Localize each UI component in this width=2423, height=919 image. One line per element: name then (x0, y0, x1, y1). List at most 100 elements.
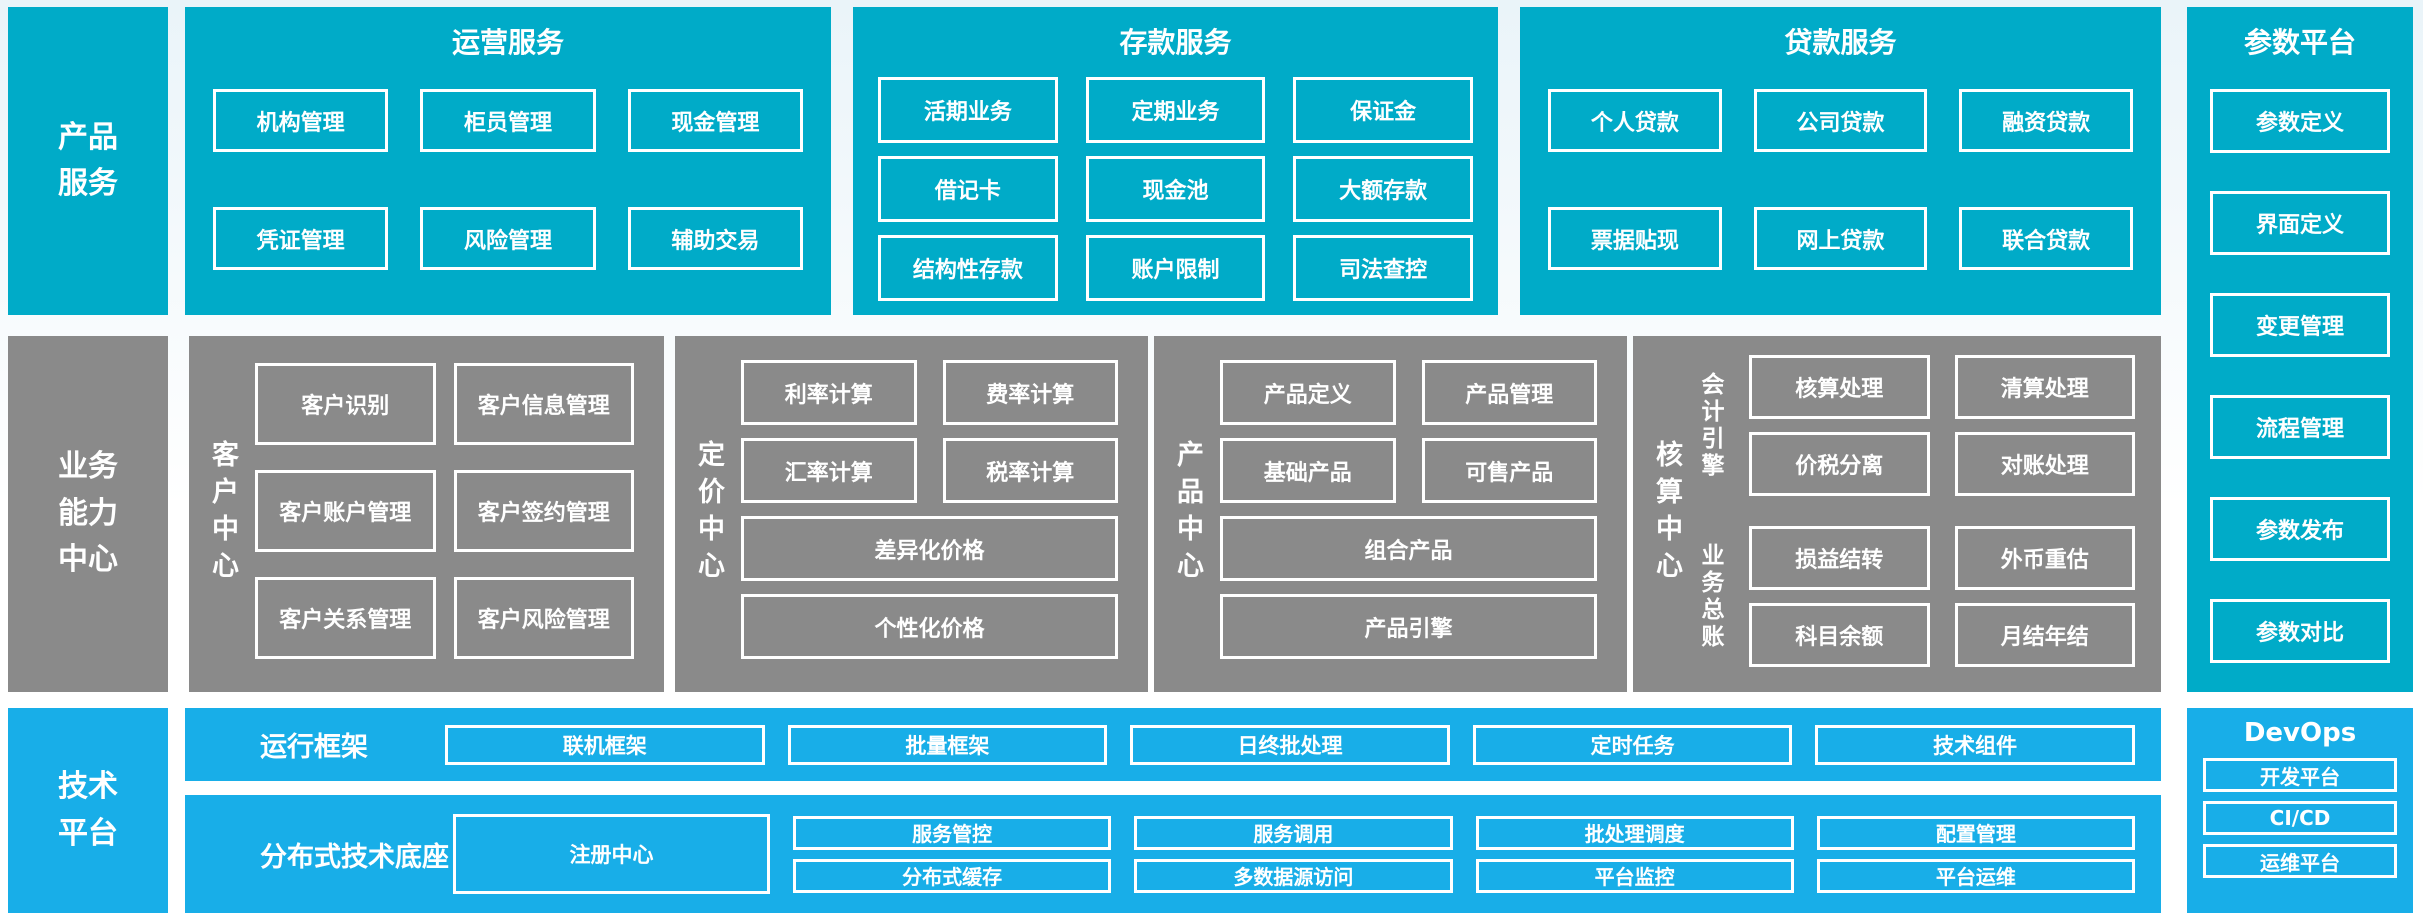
operations-box-grid: 机构管理柜员管理现金管理凭证管理风险管理辅助交易 (185, 61, 831, 270)
module-box: 清算处理 (1954, 355, 2135, 419)
accounting-engine-grid: 核算处理清算处理价税分离对账处理 (1749, 355, 2135, 496)
operations-services-panel: 运营服务 机构管理柜员管理现金管理凭证管理风险管理辅助交易 (185, 7, 831, 315)
customer-center-panel: 客户中心 客户识别客户信息管理客户账户管理客户签约管理客户关系管理客户风险管理 (189, 336, 664, 692)
module-box: 现金管理 (627, 89, 803, 152)
panel-label: 运行框架 (260, 732, 368, 763)
module-box: 税率计算 (942, 438, 1118, 503)
module-box: 风险管理 (420, 207, 596, 270)
panel-title: 运营服务 (451, 26, 564, 59)
module-box: 结构性存款 (878, 235, 1058, 301)
loan-box-grid: 个人贷款公司贷款融资贷款票据贴现网上贷款联合贷款 (1520, 61, 2161, 270)
deposit-box-grid: 活期业务定期业务保证金借记卡现金池大额存款结构性存款账户限制司法查控 (853, 61, 1498, 301)
distributed-top-row: 服务管控服务调用批处理调度配置管理 (793, 815, 2135, 850)
module-box: 技术组件 (1815, 724, 2135, 765)
runtime-framework-panel: 运行框架 联机框架批量框架日终批处理定时任务技术组件 (185, 708, 2161, 781)
module-box: 凭证管理 (213, 207, 389, 270)
pricing-center-panel: 定价中心 利率计算 费率计算 汇率计算 税率计算 差异化价格 个性化价格 (675, 336, 1148, 692)
module-box: CI/CD (2203, 801, 2397, 835)
accounting-center-panel: 核算中心 会计引擎 核算处理清算处理价税分离对账处理 业务总账 损益结转外币重估… (1633, 336, 2161, 692)
registry-center-box: 注册中心 (453, 814, 770, 894)
module-box: 可售产品 (1421, 438, 1597, 503)
devops-box-list: 开发平台 CI/CD 运维平台 (2187, 748, 2413, 878)
parameter-platform-panel: 参数平台 参数定义界面定义变更管理流程管理参数发布参数对比 (2187, 7, 2413, 692)
rail-technology-platform: 技术 平台 (8, 708, 168, 913)
module-box: 参数定义 (2210, 89, 2390, 153)
module-box: 公司贷款 (1753, 89, 1928, 152)
module-box: 多数据源访问 (1134, 858, 1453, 893)
module-box: 定期业务 (1085, 77, 1266, 143)
module-box: 服务调用 (1134, 815, 1453, 850)
module-box: 日终批处理 (1130, 724, 1450, 765)
module-box: 账户限制 (1085, 235, 1266, 301)
module-box: 对账处理 (1954, 432, 2135, 496)
module-box: 科目余额 (1749, 603, 1930, 667)
module-box: 外币重估 (1954, 526, 2135, 590)
module-box: 保证金 (1293, 77, 1473, 143)
module-box: 联合贷款 (1959, 207, 2133, 270)
panel-title: 参数平台 (2243, 26, 2356, 59)
module-box: 损益结转 (1749, 526, 1930, 590)
module-box: 票据贴现 (1548, 207, 1722, 270)
module-box: 参数对比 (2210, 599, 2390, 663)
parameter-box-list: 参数定义界面定义变更管理流程管理参数发布参数对比 (2187, 61, 2413, 663)
module-box: 网上贷款 (1753, 207, 1928, 270)
module-box: 柜员管理 (420, 89, 596, 152)
module-box: 分布式缓存 (793, 858, 1112, 893)
module-box: 价税分离 (1749, 432, 1930, 496)
module-box: 界面定义 (2210, 191, 2390, 255)
rail-business-capability-center: 业务 能力 中心 (8, 336, 168, 692)
module-box: 配置管理 (1816, 815, 2135, 850)
panel-vertical-label: 核算中心 (1651, 440, 1682, 588)
accounting-engine-group: 会计引擎 核算处理清算处理价税分离对账处理 (1693, 355, 2135, 496)
group-label: 业务总账 (1697, 542, 1723, 651)
module-box: 个人贷款 (1548, 89, 1722, 152)
module-box: 客户关系管理 (255, 577, 436, 659)
module-box: 开发平台 (2203, 758, 2397, 792)
distributed-base-panel: 分布式技术底座 注册中心 服务管控服务调用批处理调度配置管理 分布式缓存多数据源… (185, 795, 2161, 913)
module-box: 融资贷款 (1959, 89, 2133, 152)
module-box: 流程管理 (2210, 395, 2390, 459)
product-box-grid: 产品定义 产品管理 基础产品 可售产品 组合产品 产品引擎 (1154, 336, 1627, 659)
module-box-wide: 组合产品 (1220, 516, 1597, 581)
module-box: 活期业务 (878, 77, 1058, 143)
module-box: 客户账户管理 (255, 470, 436, 552)
module-box: 运维平台 (2203, 844, 2397, 878)
module-box: 现金池 (1085, 156, 1266, 222)
rail-product-services: 产品 服务 (8, 7, 168, 315)
product-center-panel: 产品中心 产品定义 产品管理 基础产品 可售产品 组合产品 产品引擎 (1154, 336, 1627, 692)
business-ledger-group: 业务总账 损益结转外币重估科目余额月结年结 (1693, 526, 2135, 667)
panel-title: 存款服务 (1119, 26, 1232, 59)
business-ledger-grid: 损益结转外币重估科目余额月结年结 (1749, 526, 2135, 667)
customer-box-grid: 客户识别客户信息管理客户账户管理客户签约管理客户关系管理客户风险管理 (189, 336, 664, 659)
module-box: 客户签约管理 (453, 470, 634, 552)
module-box: 核算处理 (1749, 355, 1930, 419)
group-label: 会计引擎 (1697, 371, 1723, 480)
panel-vertical-label: 定价中心 (693, 440, 724, 588)
module-box: 定时任务 (1472, 724, 1793, 765)
module-box: 借记卡 (878, 156, 1058, 222)
module-box: 服务管控 (793, 815, 1112, 850)
module-box: 平台监控 (1475, 858, 1794, 893)
distributed-box-area: 服务管控服务调用批处理调度配置管理 分布式缓存多数据源访问平台监控平台运维 (793, 815, 2135, 893)
module-box: 参数发布 (2210, 497, 2390, 561)
module-box-wide: 产品引擎 (1220, 594, 1597, 659)
module-box: 大额存款 (1293, 156, 1473, 222)
module-box: 批处理调度 (1475, 815, 1794, 850)
module-box: 基础产品 (1220, 438, 1396, 503)
runtime-box-row: 联机框架批量框架日终批处理定时任务技术组件 (445, 724, 2135, 765)
module-box: 客户信息管理 (453, 363, 634, 445)
module-box-wide: 差异化价格 (741, 516, 1118, 581)
module-box-wide: 个性化价格 (741, 594, 1118, 659)
loan-services-panel: 贷款服务 个人贷款公司贷款融资贷款票据贴现网上贷款联合贷款 (1520, 7, 2161, 315)
module-box: 产品管理 (1421, 360, 1597, 425)
module-box: 产品定义 (1220, 360, 1396, 425)
module-box: 机构管理 (213, 89, 389, 152)
module-box: 费率计算 (942, 360, 1118, 425)
panel-vertical-label: 产品中心 (1172, 440, 1203, 588)
module-box: 利率计算 (741, 360, 917, 425)
deposit-services-panel: 存款服务 活期业务定期业务保证金借记卡现金池大额存款结构性存款账户限制司法查控 (853, 7, 1498, 315)
module-box: 客户识别 (255, 363, 436, 445)
module-box: 司法查控 (1293, 235, 1473, 301)
